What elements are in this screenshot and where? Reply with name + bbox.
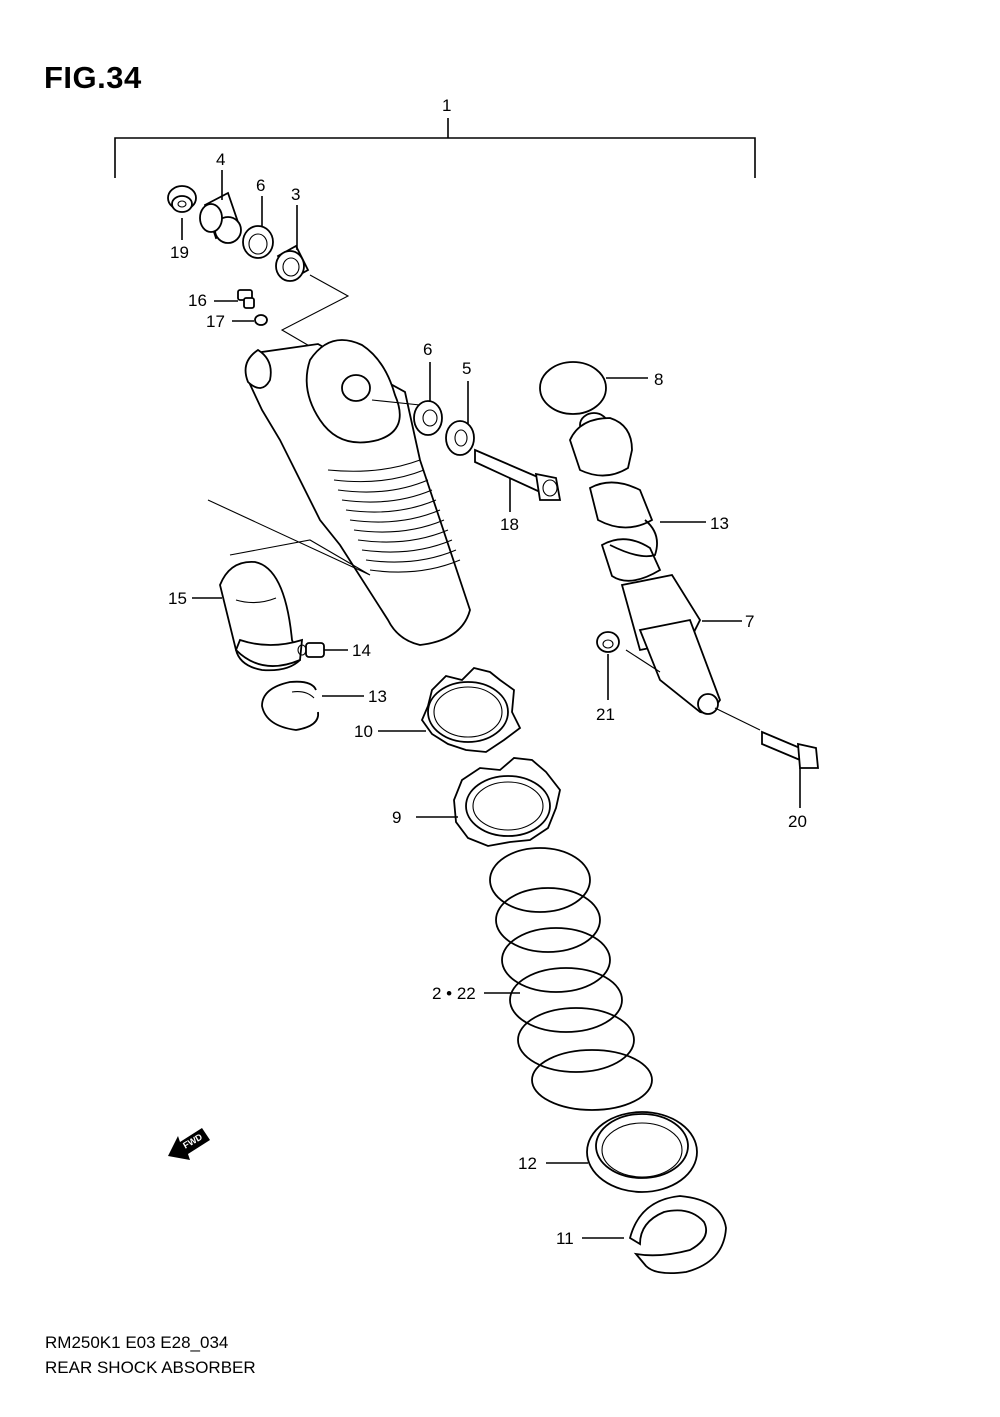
figure-code: RM250K1 E03 E28_034 bbox=[45, 1333, 229, 1352]
part-10-lock-nut bbox=[378, 667, 522, 753]
part-18-bolt bbox=[474, 448, 562, 512]
callout-9: 9 bbox=[392, 808, 401, 827]
part-19-collar bbox=[167, 185, 197, 240]
leader-line-reservoir bbox=[207, 499, 371, 576]
part-21-nut bbox=[596, 631, 661, 700]
callout-5: 5 bbox=[462, 359, 471, 378]
part-3-bearing bbox=[275, 205, 310, 282]
assembly-bracket bbox=[114, 118, 756, 178]
part-6-seal-middle bbox=[413, 362, 443, 436]
callout-15: 15 bbox=[168, 589, 187, 608]
part-5-washer bbox=[445, 381, 475, 456]
callout-20: 20 bbox=[788, 812, 807, 831]
callout-6-middle: 6 bbox=[423, 340, 432, 359]
part-6-seal-upper bbox=[242, 196, 274, 259]
callout-16: 16 bbox=[188, 291, 207, 310]
callout-8: 8 bbox=[654, 370, 663, 389]
part-15-reservoir bbox=[192, 561, 304, 672]
callout-1: 1 bbox=[442, 96, 451, 115]
callout-4: 4 bbox=[216, 150, 225, 169]
callout-2-22: 2 • 22 bbox=[432, 984, 476, 1003]
part-11-stopper bbox=[582, 1195, 727, 1275]
callout-21: 21 bbox=[596, 705, 615, 724]
leader-line-upper bbox=[280, 274, 350, 359]
part-20-bolt bbox=[714, 707, 819, 808]
callout-17: 17 bbox=[206, 312, 225, 331]
part-16-valve bbox=[214, 289, 255, 309]
part-9-adjuster-nut bbox=[416, 757, 561, 847]
callout-7: 7 bbox=[745, 612, 754, 631]
callout-18: 18 bbox=[500, 515, 519, 534]
callout-13-lower: 13 bbox=[368, 687, 387, 706]
part-8-o-ring bbox=[539, 361, 648, 415]
part-17-o-ring bbox=[232, 314, 268, 326]
callout-11: 11 bbox=[556, 1229, 574, 1248]
part-7-damper-rod bbox=[569, 412, 742, 715]
part-13-snap-ring-upper bbox=[609, 519, 706, 558]
part-14-screw bbox=[297, 642, 348, 658]
callout-19: 19 bbox=[170, 243, 189, 262]
part-13-snap-ring-lower bbox=[261, 680, 364, 731]
part-2-22-spring bbox=[484, 847, 653, 1111]
callout-12: 12 bbox=[518, 1154, 537, 1173]
callout-10: 10 bbox=[354, 722, 373, 741]
callout-13-upper: 13 bbox=[710, 514, 729, 533]
part-12-spring-seat bbox=[546, 1111, 698, 1193]
figure-name: REAR SHOCK ABSORBER bbox=[45, 1358, 256, 1377]
shock-body bbox=[244, 339, 471, 646]
figure-title: FIG.34 bbox=[44, 60, 142, 95]
part-4-bushing bbox=[199, 170, 242, 244]
callout-14: 14 bbox=[352, 641, 371, 660]
fwd-arrow-icon: FWD bbox=[168, 1128, 210, 1160]
callout-3: 3 bbox=[291, 185, 300, 204]
callout-6-upper: 6 bbox=[256, 176, 265, 195]
